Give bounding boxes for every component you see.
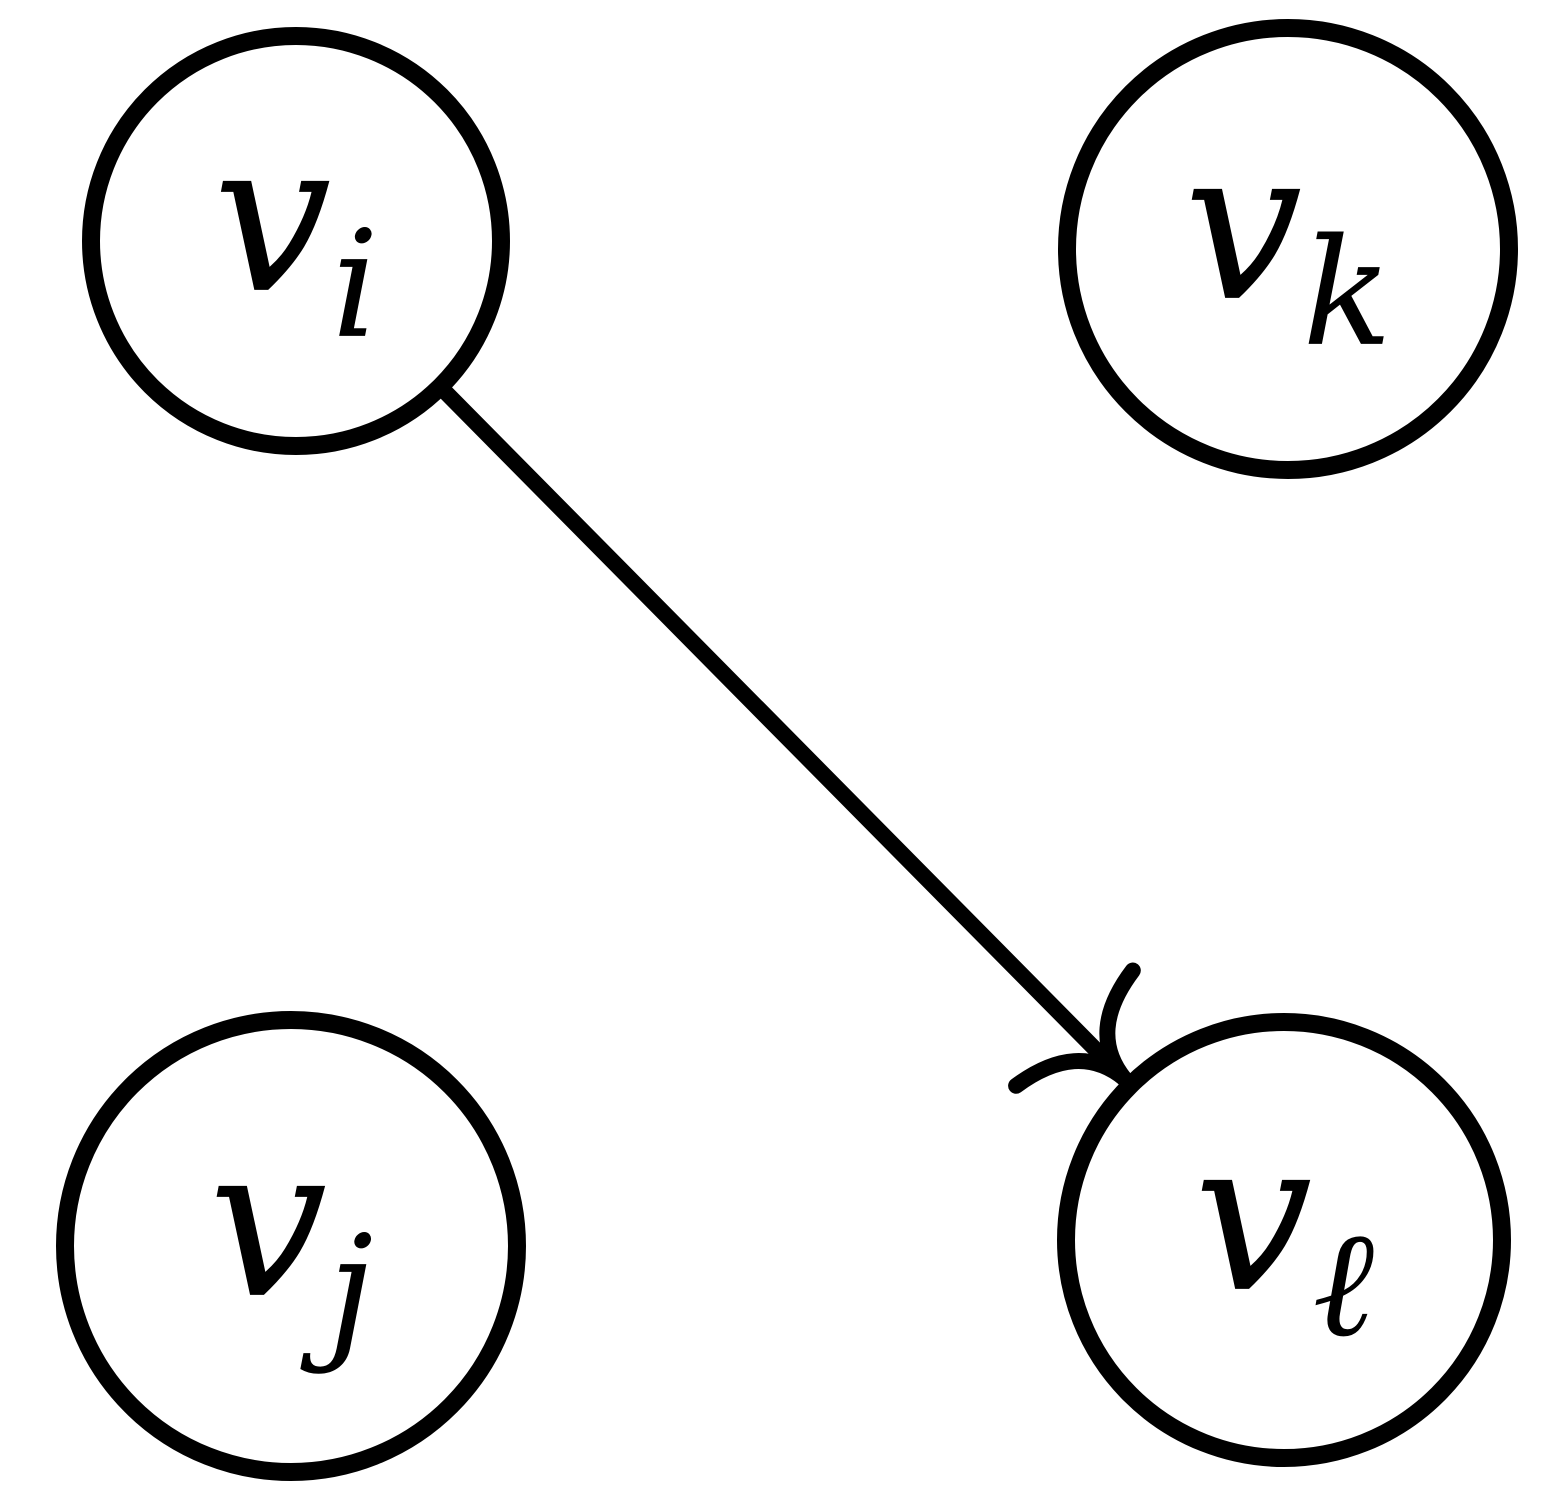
node-circle-vi [82,27,510,455]
node-circle-vj [56,1011,526,1481]
edge-vi-vl [438,385,1133,1087]
node-circle-vk [1058,19,1518,479]
arrowhead-barb-upper-vi-vl [1099,962,1141,1087]
node-circle-vl [1057,1013,1511,1467]
